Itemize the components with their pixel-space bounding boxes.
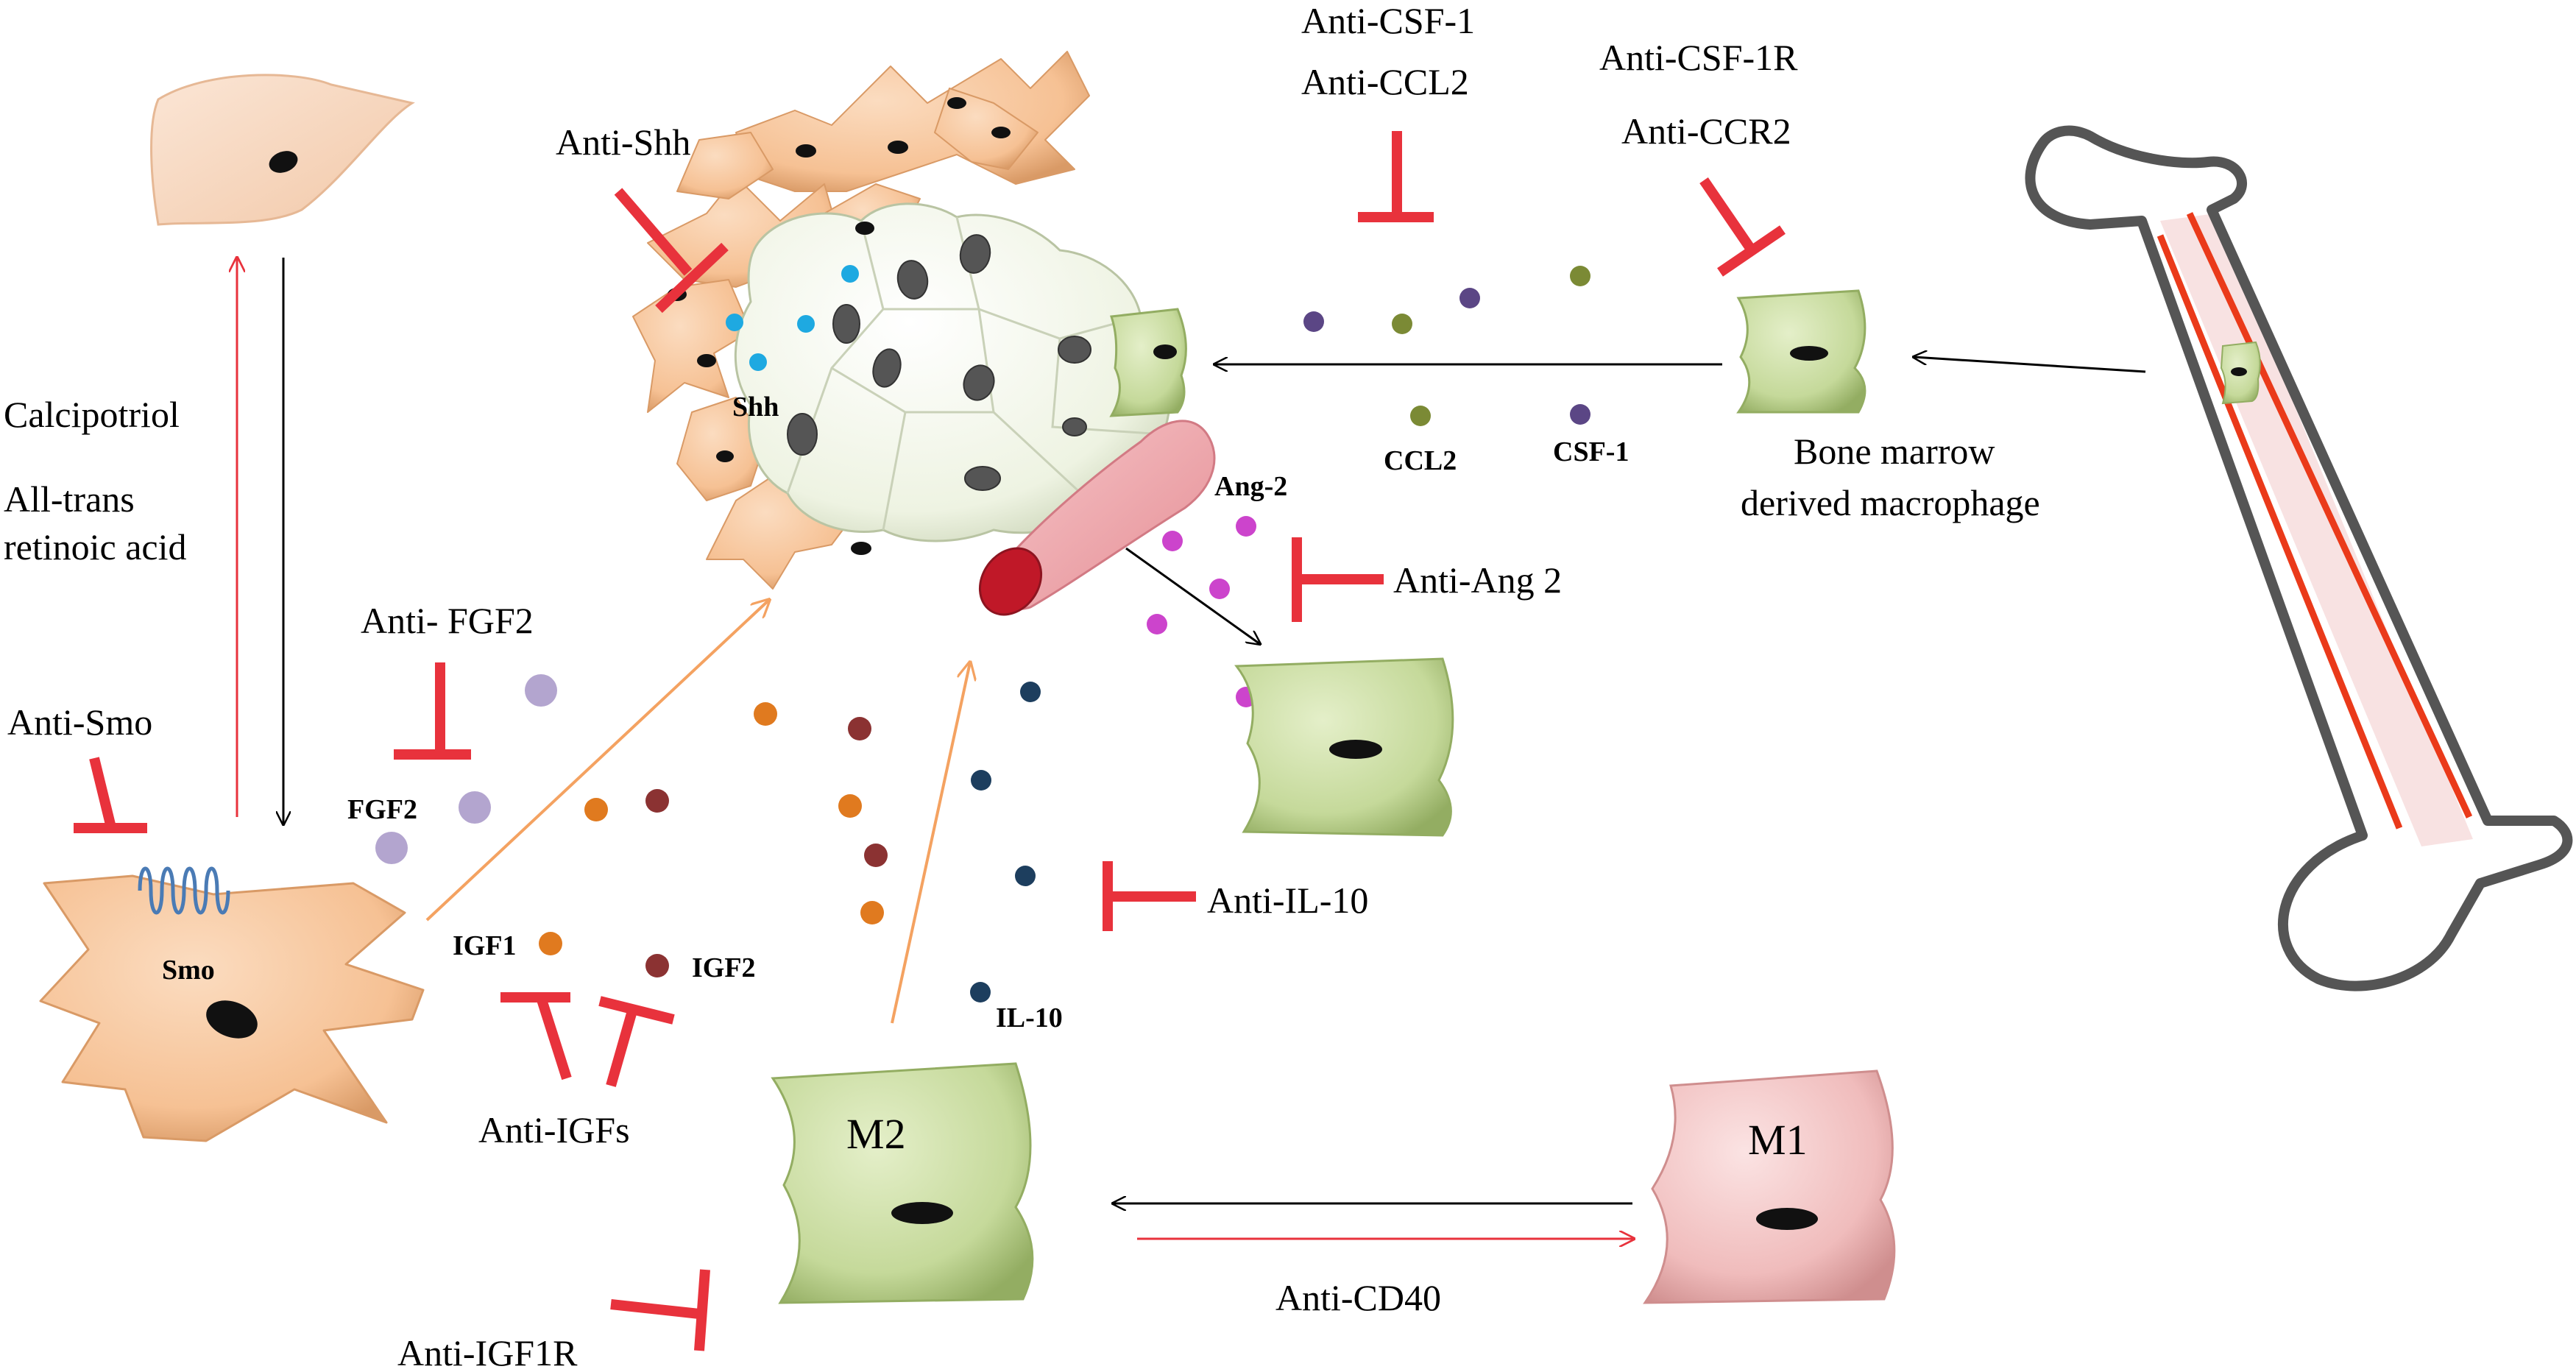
ang2-label: Ang-2 [1214,471,1287,502]
fgf2-label: FGF2 [347,794,417,825]
shh-label: Shh [732,392,779,422]
quiescent-fibroblast [150,74,415,226]
anti-igfs-label: Anti-IGFs [478,1109,630,1150]
il10-label: IL-10 [996,1003,1063,1033]
bmdm-label-line2: derived macrophage [1741,482,2040,523]
bone-vessel-right [2186,212,2473,818]
quiescent-fibroblast-nucleus [269,151,298,173]
tumor-associated-macrophage-nucleus [1153,344,1177,359]
blood-vessel-lumen [978,547,1043,616]
m1-label: M1 [1748,1116,1808,1164]
shh-dots [726,265,859,371]
bone [2025,125,2573,991]
anti-ang2-inhibitor [1292,537,1384,622]
bone-marrow-macrophage-nucleus [1790,346,1828,361]
igf2-dots [645,717,888,977]
anti-csf1-ccl2-inhibitor [1358,131,1434,222]
tumor-associated-macrophage-body [1109,308,1187,417]
anti-ccl2-label: Anti-CCL2 [1301,61,1469,102]
tumor-mass [632,51,1172,590]
csf1-dots [1303,288,1590,425]
anti-igf1r-inhibitor [610,1269,710,1351]
m2-macrophage-nucleus [891,1202,953,1224]
bone-macrophage-small-nucleus [2231,367,2247,376]
il10-dots [970,682,1041,1003]
anti-csf1r-label: Anti-CSF-1R [1599,37,1798,78]
m1-macrophage-nucleus [1756,1208,1818,1230]
tumor-cell-edges [786,216,1164,531]
bone-marrow-cavity [2160,213,2473,846]
atra-label-line1: All-trans [4,478,135,520]
igf2-label: IGF2 [692,952,756,983]
calcipotriol-label: Calcipotriol [4,394,180,435]
bmdm-label-line1: Bone marrow [1794,431,1995,472]
anti-smo-inhibitor [74,757,147,833]
anti-shh-inhibitor [614,188,729,314]
tie2-macrophage-nucleus [1329,740,1382,759]
fgf2-dots [375,674,557,864]
bone-outline [2025,125,2573,991]
bone-marrow-macrophage [1736,289,1866,414]
ccl2-label: CCL2 [1384,445,1457,476]
quiescent-fibroblast-body [150,74,415,226]
anti-il10-label: Anti-IL-10 [1207,880,1368,921]
bone-vessel-left [2156,234,2403,830]
anti-csf1r-ccr2-inhibitor [1699,177,1786,277]
igf1-label: IGF1 [453,930,517,961]
m2-label: M2 [846,1110,906,1158]
anti-smo-label: Anti-Smo [7,701,152,743]
tie2-macrophage [1234,657,1454,837]
anti-fgf2-inhibitor [394,662,471,760]
tumor-cell-nuclei [787,234,1091,491]
anti-il10-inhibitor [1103,861,1196,931]
anti-fgf2-label: Anti- FGF2 [361,600,534,641]
csf1-label: CSF-1 [1553,436,1629,467]
anti-shh-label: Anti-Shh [556,121,690,163]
ccl2-dots [1392,266,1590,426]
blood-vessel-wall [993,420,1216,610]
fibroblast-to-tumor-arrow [425,600,769,922]
smo-receptor-icon [138,866,230,915]
activated-fibroblast-nucleus [206,1000,258,1039]
m1-macrophage [1643,1069,1896,1304]
atra-label-line2: retinoic acid [4,526,187,567]
m2-to-tumor-arrow [891,662,970,1024]
anti-csf1-label: Anti-CSF-1 [1301,0,1475,41]
bone-to-bmdm-arrow [1914,357,2146,373]
smo-label: Smo [162,955,215,986]
activated-fibroblast [39,866,425,1142]
blood-vessel [978,420,1216,616]
m1-macrophage-body [1643,1069,1896,1304]
anti-ccr2-label: Anti-CCR2 [1621,110,1791,152]
anti-igf1r-label: Anti-IGF1R [397,1332,578,1372]
vessel-to-macrophage-arrow [1125,547,1260,644]
anti-igfs-inhibitor [500,992,675,1087]
anti-ang2-label: Anti-Ang 2 [1393,559,1562,601]
anti-cd40-label: Anti-CD40 [1275,1277,1441,1318]
m2-macrophage-body [771,1062,1034,1304]
tumor-associated-macrophage [1109,308,1187,417]
igf1-dots [539,702,884,955]
m2-macrophage [771,1062,1034,1304]
ang2-dots [1147,516,1256,707]
